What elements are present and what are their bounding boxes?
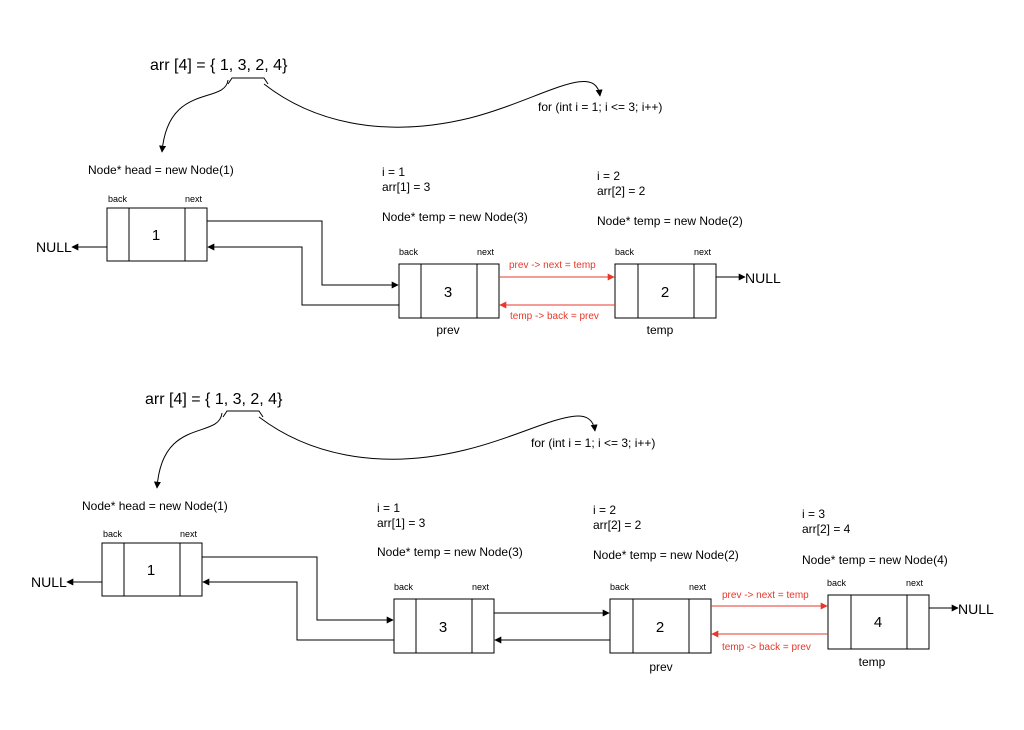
red-next-label: prev -> next = temp xyxy=(509,260,596,271)
next-label: next xyxy=(180,529,198,539)
step-arr: arr[2] = 2 xyxy=(593,518,642,532)
head-text: Node* head = new Node(1) xyxy=(88,163,234,177)
back-label: back xyxy=(399,247,419,257)
step-temp: Node* temp = new Node(2) xyxy=(597,214,743,228)
loop-text: for (int i = 1; i <= 3; i++) xyxy=(531,436,655,450)
step-i: i = 1 xyxy=(382,165,405,179)
arrow-to-loop xyxy=(258,415,598,460)
next-pointer-arrow xyxy=(202,556,394,624)
array-declaration: arr [4] = { 1, 3, 2, 4} xyxy=(145,391,283,408)
node-caption: prev xyxy=(436,323,459,337)
node-value: 1 xyxy=(152,227,160,244)
red-back-label: temp -> back = prev xyxy=(722,642,811,653)
arrow-to-loop xyxy=(263,80,603,128)
node-2: 2 back next prev xyxy=(609,582,712,674)
diagram-1: arr [4] = { 1, 3, 2, 4} for (int i = 1; … xyxy=(36,57,781,337)
next-label: next xyxy=(694,247,712,257)
node-value: 3 xyxy=(439,619,447,636)
next-label: next xyxy=(906,578,924,588)
step-arr: arr[1] = 3 xyxy=(377,516,426,530)
next-label: next xyxy=(472,582,490,592)
next-label: next xyxy=(477,247,495,257)
step-temp: Node* temp = new Node(3) xyxy=(377,545,523,559)
node-caption: temp xyxy=(647,323,674,337)
node-value: 2 xyxy=(656,619,664,636)
node-4: 4 back next temp xyxy=(827,578,930,669)
next-label: next xyxy=(185,194,203,204)
back-pointer-arrow xyxy=(207,243,399,306)
node-caption: prev xyxy=(649,660,672,674)
null-left: NULL xyxy=(31,574,67,590)
loop-text: for (int i = 1; i <= 3; i++) xyxy=(538,100,662,114)
head-text: Node* head = new Node(1) xyxy=(82,499,228,513)
red-next-label: prev -> next = temp xyxy=(722,590,809,601)
null-left: NULL xyxy=(36,239,72,255)
node-3: 3 back next xyxy=(393,582,495,654)
back-pointer-arrow xyxy=(202,578,394,641)
next-pointer-arrow xyxy=(207,220,399,289)
array-declaration: arr [4] = { 1, 3, 2, 4} xyxy=(150,57,288,74)
step-arr: arr[1] = 3 xyxy=(382,180,431,194)
arrow-to-head xyxy=(153,412,223,489)
step-i: i = 2 xyxy=(597,169,620,183)
node-2: 2 back next temp xyxy=(614,247,717,337)
node-3: 3 back next prev xyxy=(398,247,500,337)
node-value: 1 xyxy=(147,562,155,579)
step-i: i = 2 xyxy=(593,503,616,517)
null-right: NULL xyxy=(958,601,994,617)
step-temp: Node* temp = new Node(3) xyxy=(382,210,528,224)
arrow-to-head xyxy=(159,79,229,153)
step-arr: arr[2] = 4 xyxy=(802,522,851,536)
step-i: i = 1 xyxy=(377,501,400,515)
array-brace xyxy=(227,77,269,85)
node-value: 2 xyxy=(661,284,669,301)
diagram-2: arr [4] = { 1, 3, 2, 4} for (int i = 1; … xyxy=(31,391,994,674)
node-1: 1 back next xyxy=(106,194,208,262)
back-label: back xyxy=(610,582,630,592)
next-label: next xyxy=(689,582,707,592)
step-temp: Node* temp = new Node(4) xyxy=(802,553,948,567)
node-caption: temp xyxy=(859,655,886,669)
step-arr: arr[2] = 2 xyxy=(597,184,646,198)
array-brace xyxy=(222,410,264,418)
back-label: back xyxy=(103,529,123,539)
back-label: back xyxy=(615,247,635,257)
back-label: back xyxy=(394,582,414,592)
back-label: back xyxy=(827,578,847,588)
node-value: 3 xyxy=(444,284,452,301)
node-value: 4 xyxy=(874,614,882,631)
step-temp: Node* temp = new Node(2) xyxy=(593,548,739,562)
null-right: NULL xyxy=(745,270,781,286)
back-label: back xyxy=(108,194,128,204)
node-1: 1 back next xyxy=(101,529,203,597)
red-back-label: temp -> back = prev xyxy=(510,311,599,322)
step-i: i = 3 xyxy=(802,507,825,521)
